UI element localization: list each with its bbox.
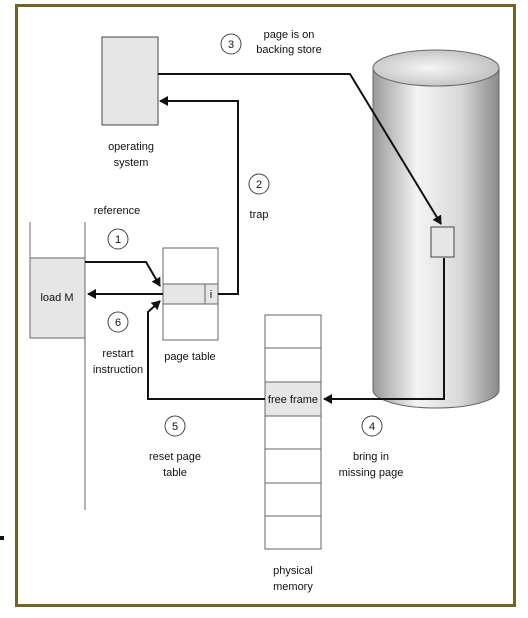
operating-system-label-line2: system (114, 157, 149, 169)
restart-instruction-label-line1: restart (102, 348, 133, 360)
physical-memory-stack (264, 314, 322, 550)
restart-instruction-label-line2: instruction (93, 364, 143, 376)
step-5-number: 5 (172, 421, 178, 433)
arrow-page-on-backing-store (158, 73, 442, 225)
bring-in-label-line2: missing page (339, 467, 404, 479)
load-m-instruction-box (29, 257, 86, 339)
reset-page-table-label-line2: table (163, 467, 187, 479)
page-table-label: page table (164, 351, 215, 363)
step-1-number: 1 (115, 234, 121, 246)
reference-label: reference (94, 205, 140, 217)
step-3-number: 3 (228, 39, 234, 51)
operating-system-label-line1: operating (108, 141, 154, 153)
reset-page-table-label-line1: reset page (149, 451, 201, 463)
page-on-backing-store-label-line2: backing store (256, 44, 321, 56)
physical-memory-label-line1: physical (273, 565, 313, 577)
step-4-number: 4 (369, 421, 375, 433)
arrow-bring-in-missing-page (323, 258, 445, 404)
step-3-circle (220, 33, 242, 55)
page-on-backing-store-label-line1: page is on (264, 29, 315, 41)
operating-system-box (101, 36, 159, 126)
step-5-circle (164, 415, 186, 437)
invalid-bit-label: i (210, 289, 212, 301)
arrow-reference (85, 261, 161, 287)
free-frame-label: free frame (268, 394, 318, 406)
step-4-circle (361, 415, 383, 437)
bring-in-label-line1: bring in (353, 451, 389, 463)
bullet-dot (0, 536, 4, 540)
step-2-number: 2 (256, 179, 262, 191)
step-6-circle (107, 311, 129, 333)
arrow-trap (159, 96, 239, 295)
step-6-number: 6 (115, 317, 121, 329)
physical-memory-label-line2: memory (273, 581, 313, 593)
trap-label: trap (250, 209, 269, 221)
page-on-disk-box (430, 226, 455, 258)
load-m-label: load M (40, 292, 73, 304)
step-2-circle (248, 173, 270, 195)
arrow-reset-page-table (147, 300, 265, 400)
step-1-circle (107, 228, 129, 250)
free-frame-box (264, 381, 322, 417)
